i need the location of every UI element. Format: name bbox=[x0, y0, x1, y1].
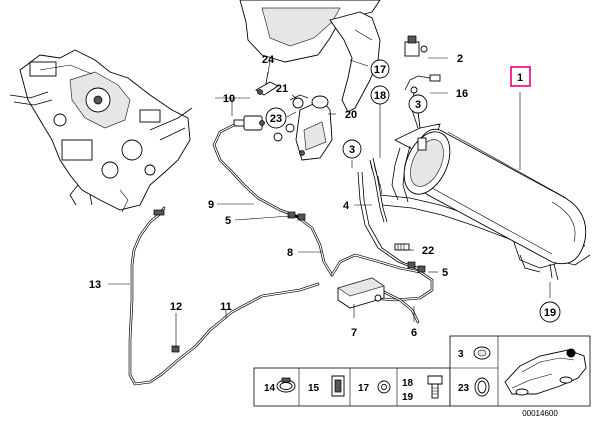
callout-5b: 5 bbox=[442, 267, 448, 279]
callout-3b: 3 bbox=[349, 144, 355, 156]
callout-21: 21 bbox=[276, 83, 288, 95]
legend-label-15: 15 bbox=[308, 383, 320, 394]
hose-connector-24 bbox=[255, 71, 279, 96]
pipe-routing bbox=[128, 123, 434, 386]
washer-icon bbox=[377, 380, 391, 394]
legend-label-19: 19 bbox=[402, 392, 414, 403]
callout-18-circle bbox=[370, 85, 390, 105]
callout-7: 7 bbox=[351, 327, 357, 339]
legend-table: 14 15 17 18 19 23 bbox=[253, 335, 591, 418]
callout-16: 16 bbox=[456, 88, 468, 100]
callout-19-circle bbox=[539, 301, 561, 323]
callout-1-highlight-box bbox=[510, 66, 531, 87]
callout-3b-circle bbox=[342, 139, 362, 159]
callout-1: 1 bbox=[517, 72, 523, 84]
callout-5a: 5 bbox=[225, 215, 231, 227]
fuel-tank bbox=[379, 86, 591, 281]
o-ring-icon bbox=[474, 377, 490, 397]
body-panel bbox=[239, 0, 381, 113]
callout-18: 18 bbox=[374, 90, 386, 102]
valve-10 bbox=[233, 115, 265, 131]
callout-17-circle bbox=[370, 59, 390, 79]
hose-clamp-icon bbox=[276, 377, 296, 393]
callout-6: 6 bbox=[411, 327, 417, 339]
hose-fitting bbox=[404, 74, 441, 91]
clamp-21 bbox=[289, 94, 309, 109]
grommet-icon bbox=[473, 346, 491, 360]
leader-lines bbox=[108, 57, 551, 348]
legend-label-17: 17 bbox=[358, 383, 370, 394]
legend-label-14: 14 bbox=[264, 383, 276, 394]
valve-block bbox=[404, 35, 428, 57]
callout-3a-circle bbox=[408, 94, 428, 114]
callout-9: 9 bbox=[208, 199, 214, 211]
clip-icon bbox=[331, 375, 345, 397]
engine-assembly bbox=[9, 49, 193, 213]
legend-label-3: 3 bbox=[458, 349, 464, 360]
callout-19: 19 bbox=[544, 307, 556, 319]
callout-11: 11 bbox=[220, 301, 232, 313]
callout-13: 13 bbox=[89, 279, 101, 291]
callout-23-circle bbox=[265, 107, 287, 129]
bolt-icon bbox=[427, 375, 443, 399]
callout-4: 4 bbox=[343, 200, 350, 212]
callout-23: 23 bbox=[270, 113, 282, 125]
tank-strap bbox=[357, 157, 421, 271]
car-location-icon bbox=[504, 348, 587, 396]
ring-23 bbox=[273, 123, 295, 142]
callout-12: 12 bbox=[170, 301, 182, 313]
callout-17: 17 bbox=[374, 64, 386, 76]
legend-label-18: 18 bbox=[402, 378, 414, 389]
callout-10: 10 bbox=[223, 93, 235, 105]
callout-3a: 3 bbox=[415, 99, 421, 111]
filter-20 bbox=[295, 95, 333, 161]
callout-22: 22 bbox=[422, 245, 434, 257]
callout-2: 2 bbox=[457, 53, 463, 65]
callout-8: 8 bbox=[287, 247, 293, 259]
callouts: 1 2 3 3 4 5 5 6 7 8 9 10 11 12 13 16 17 … bbox=[89, 53, 561, 339]
canister-7 bbox=[337, 277, 385, 309]
callout-24: 24 bbox=[262, 54, 275, 66]
legend-label-23: 23 bbox=[458, 383, 470, 394]
document-id: 00014600 bbox=[522, 409, 558, 418]
callout-20: 20 bbox=[345, 109, 357, 121]
